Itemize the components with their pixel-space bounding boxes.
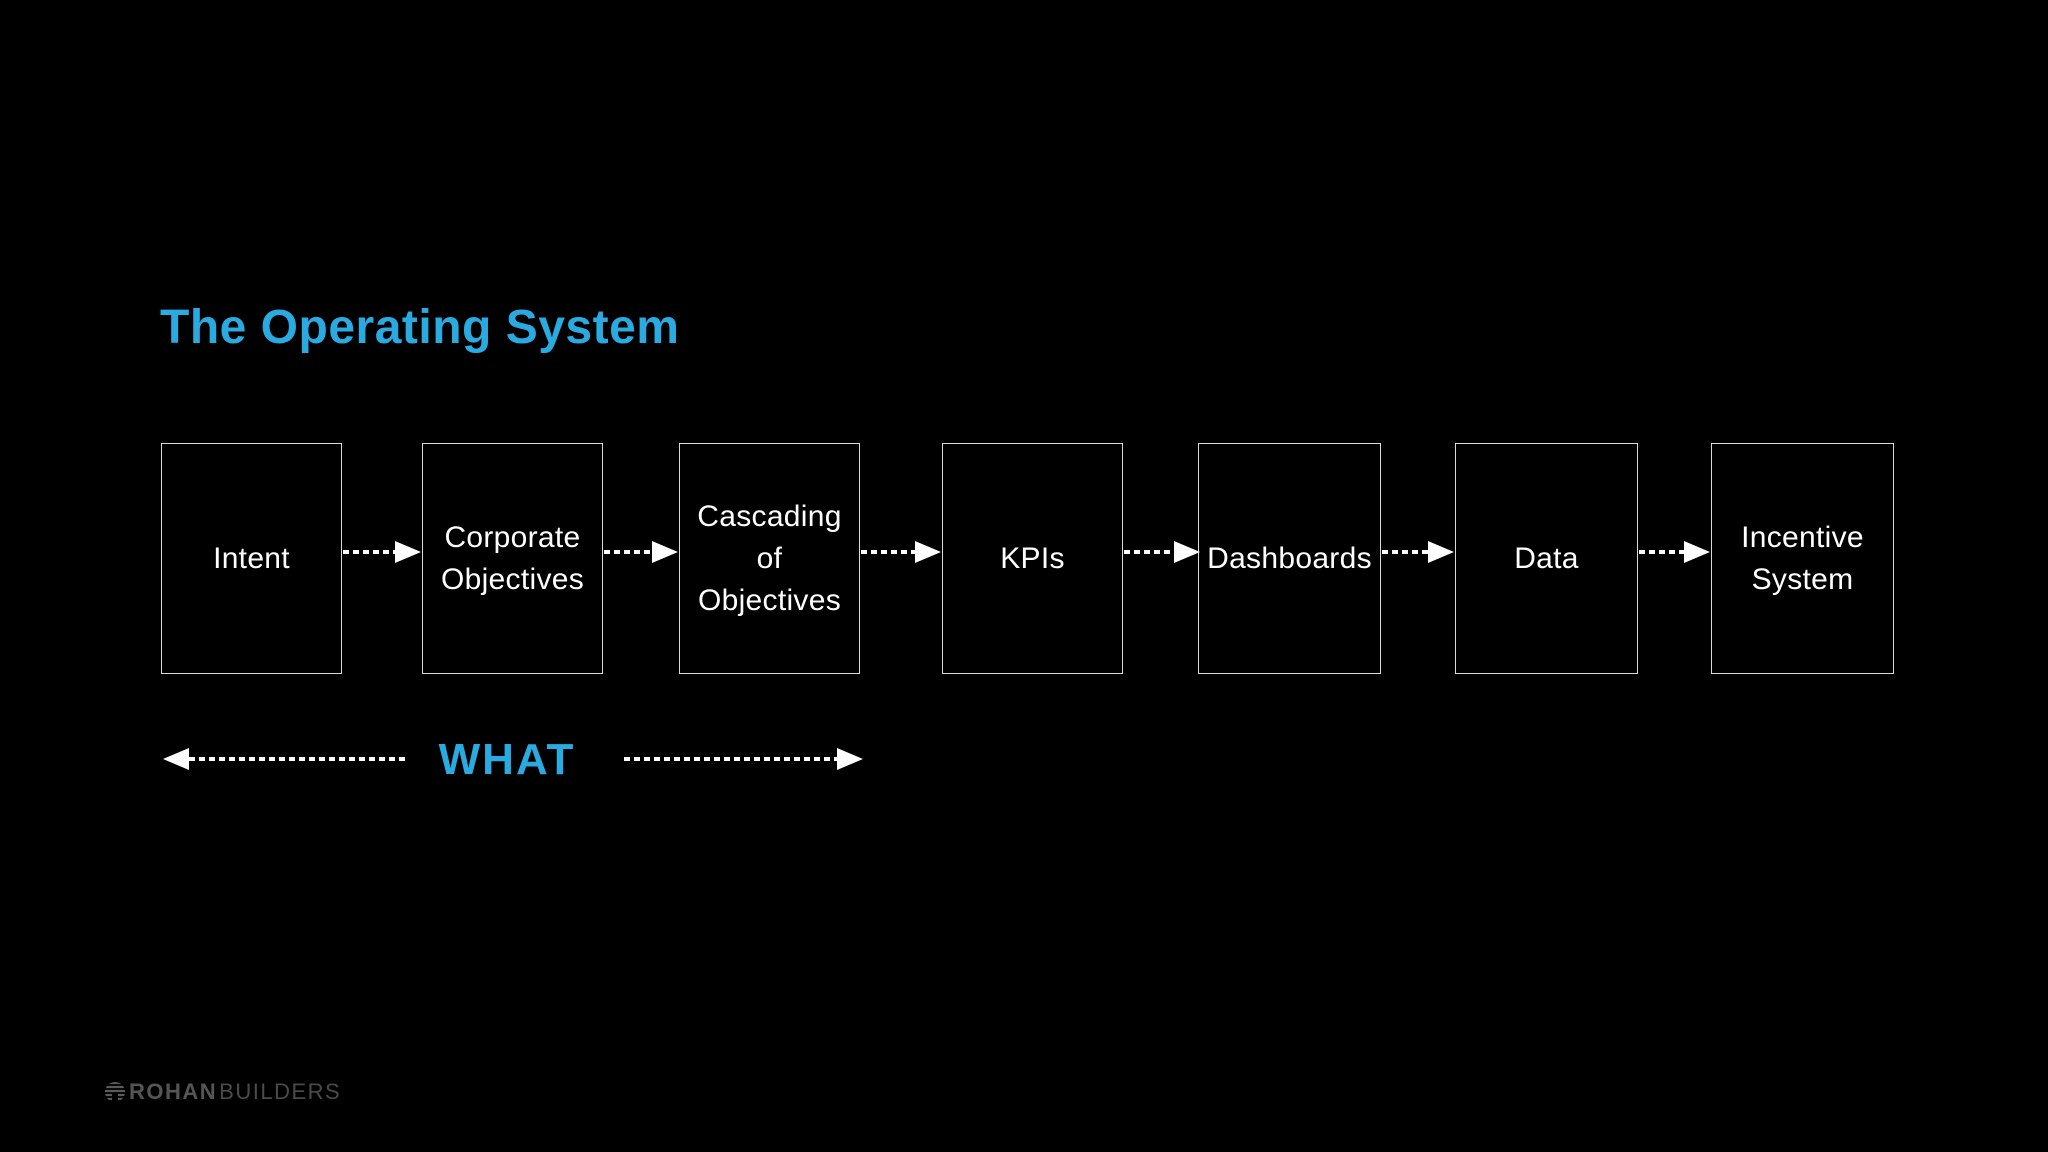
- flow-box-label: Intent: [213, 541, 290, 575]
- what-left-arrow-icon: [163, 748, 406, 770]
- flow-arrow-icon: [1639, 540, 1710, 563]
- arrowhead-right-icon: [1684, 540, 1710, 563]
- flow-arrow-icon: [861, 540, 941, 563]
- dashed-line: [624, 757, 837, 761]
- dashed-line: [1639, 549, 1684, 554]
- flow-arrow-icon: [1382, 540, 1454, 563]
- flow-arrow-icon: [343, 540, 421, 563]
- logo-text-light: BUILDERS: [219, 1079, 342, 1104]
- flow-box-label: Data: [1514, 541, 1579, 575]
- what-label: WHAT: [438, 735, 576, 784]
- arrowhead-right-icon: [395, 540, 421, 563]
- dashed-line: [604, 549, 652, 554]
- flow-box-dashboards: Dashboards: [1198, 443, 1381, 674]
- arrowhead-right-icon: [1428, 540, 1454, 563]
- dashed-line: [343, 549, 395, 554]
- logo-text-bold: ROHAN: [129, 1079, 218, 1104]
- flow-box-label: Incentive System: [1741, 520, 1864, 596]
- rohan-builders-logo: ROHAN BUILDERS: [105, 1079, 342, 1104]
- flow-box-kpis: KPIs: [942, 443, 1123, 674]
- arrowhead-right-icon: [837, 748, 863, 770]
- dashed-line: [1382, 549, 1428, 554]
- flow-box-data: Data: [1455, 443, 1638, 674]
- dashed-line: [189, 757, 406, 761]
- flow-box-corporate-objectives: Corporate Objectives: [422, 443, 603, 674]
- flow-box-incentive-system: Incentive System: [1711, 443, 1894, 674]
- flow-box-label: Dashboards: [1207, 541, 1372, 575]
- flow-box-label: Cascading of Objectives: [697, 499, 842, 617]
- flow-box-intent: Intent: [161, 443, 342, 674]
- dashed-line: [861, 549, 915, 554]
- flow-arrow-icon: [604, 540, 678, 563]
- flow-box-label: KPIs: [1000, 541, 1065, 575]
- flow-box-label: Corporate Objectives: [440, 520, 585, 596]
- what-right-arrow-icon: [624, 748, 863, 770]
- dashed-line: [1124, 549, 1174, 554]
- arrowhead-right-icon: [915, 540, 941, 563]
- arrowhead-right-icon: [652, 540, 678, 563]
- arrowhead-right-icon: [1174, 540, 1200, 563]
- flow-box-cascading-of-objectives: Cascading of Objectives: [679, 443, 860, 674]
- arrowhead-left-icon: [163, 748, 189, 770]
- rohan-globe-mark-icon: [105, 1082, 125, 1102]
- flow-arrow-icon: [1124, 540, 1200, 563]
- page-title: The Operating System: [160, 301, 680, 354]
